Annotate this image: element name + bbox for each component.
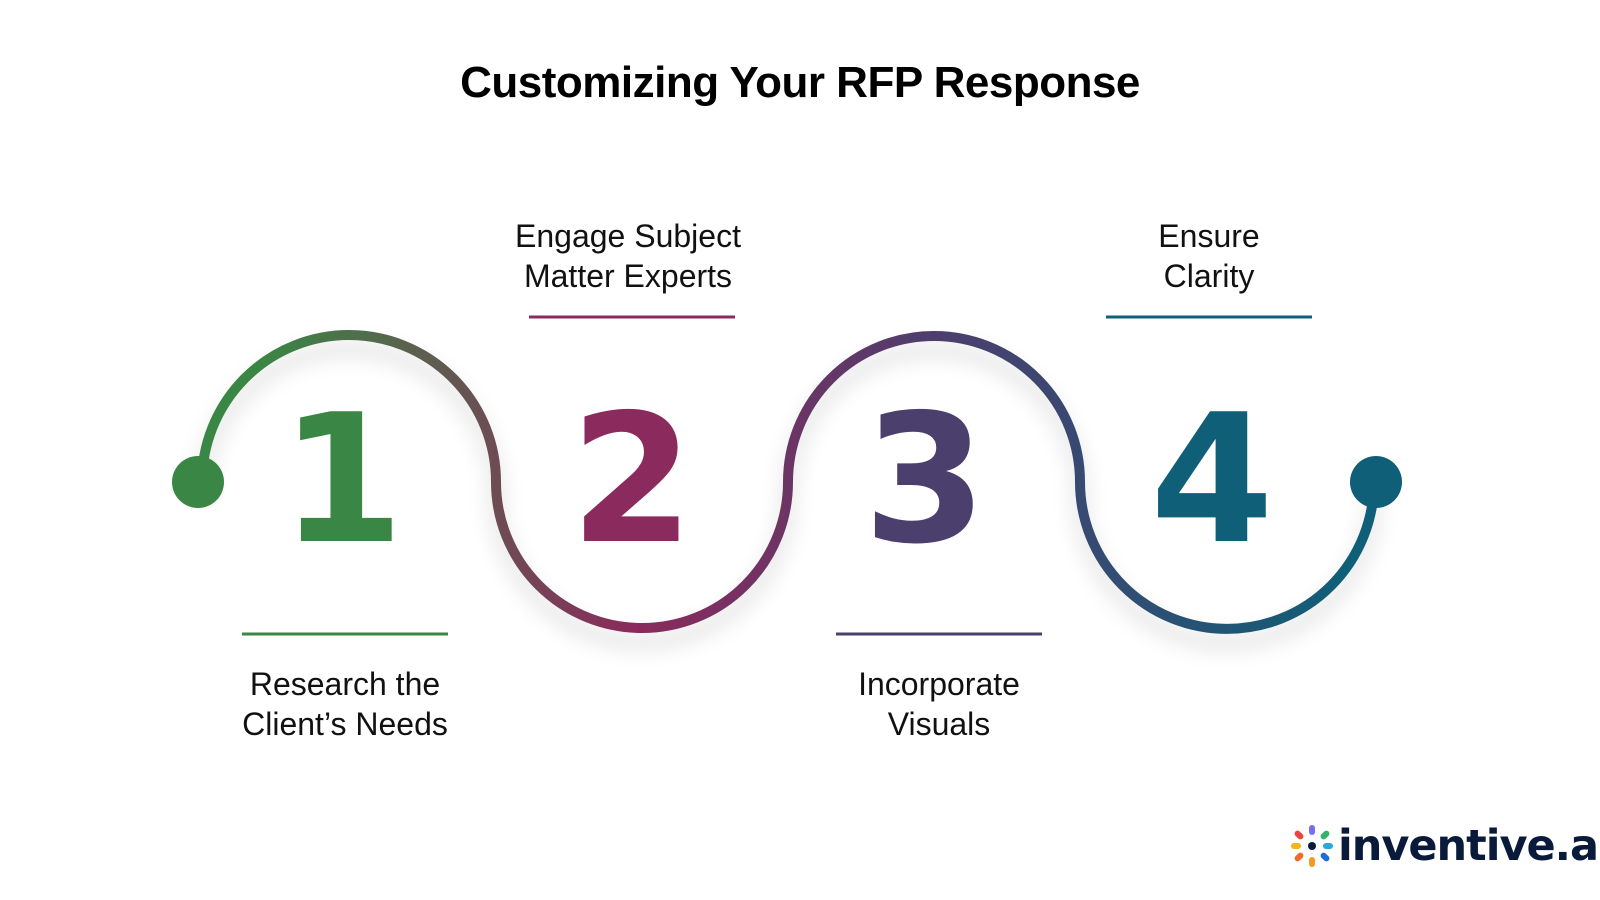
step-1-label: Research the Client’s Needs — [165, 664, 525, 744]
step-3-label: Incorporate Visuals — [759, 664, 1119, 744]
wave-connector-line — [197, 330, 1379, 634]
step-4-label-line-1: Ensure — [1158, 218, 1260, 254]
step-2-label: Engage Subject Matter Experts — [448, 216, 808, 296]
inventive-ai-logo: inventive.ai — [1290, 818, 1600, 878]
step-3-label-line-2: Visuals — [887, 706, 991, 742]
starburst-logo-icon — [1291, 825, 1333, 867]
step-4-label-line-2: Clarity — [1163, 258, 1255, 294]
step-2-number: 2 — [570, 376, 694, 583]
step-3-number: 3 — [863, 376, 987, 583]
step-1-label-line-1: Research the — [249, 666, 441, 702]
step-1-number: 1 — [280, 376, 404, 583]
step-2-label-line-1: Engage Subject — [515, 218, 741, 254]
page-title: Customizing Your RFP Response — [460, 58, 1140, 107]
logo-wordmark: inventive.ai — [1338, 821, 1600, 871]
step-4-number: 4 — [1150, 376, 1274, 583]
step-3-label-line-1: Incorporate — [858, 666, 1020, 702]
wave-start-dot — [172, 456, 224, 508]
wave-end-dot — [1350, 456, 1402, 508]
step-2-label-line-2: Matter Experts — [523, 258, 733, 294]
step-4-label: Ensure Clarity — [1029, 216, 1389, 296]
step-1-label-line-2: Client’s Needs — [242, 706, 448, 742]
